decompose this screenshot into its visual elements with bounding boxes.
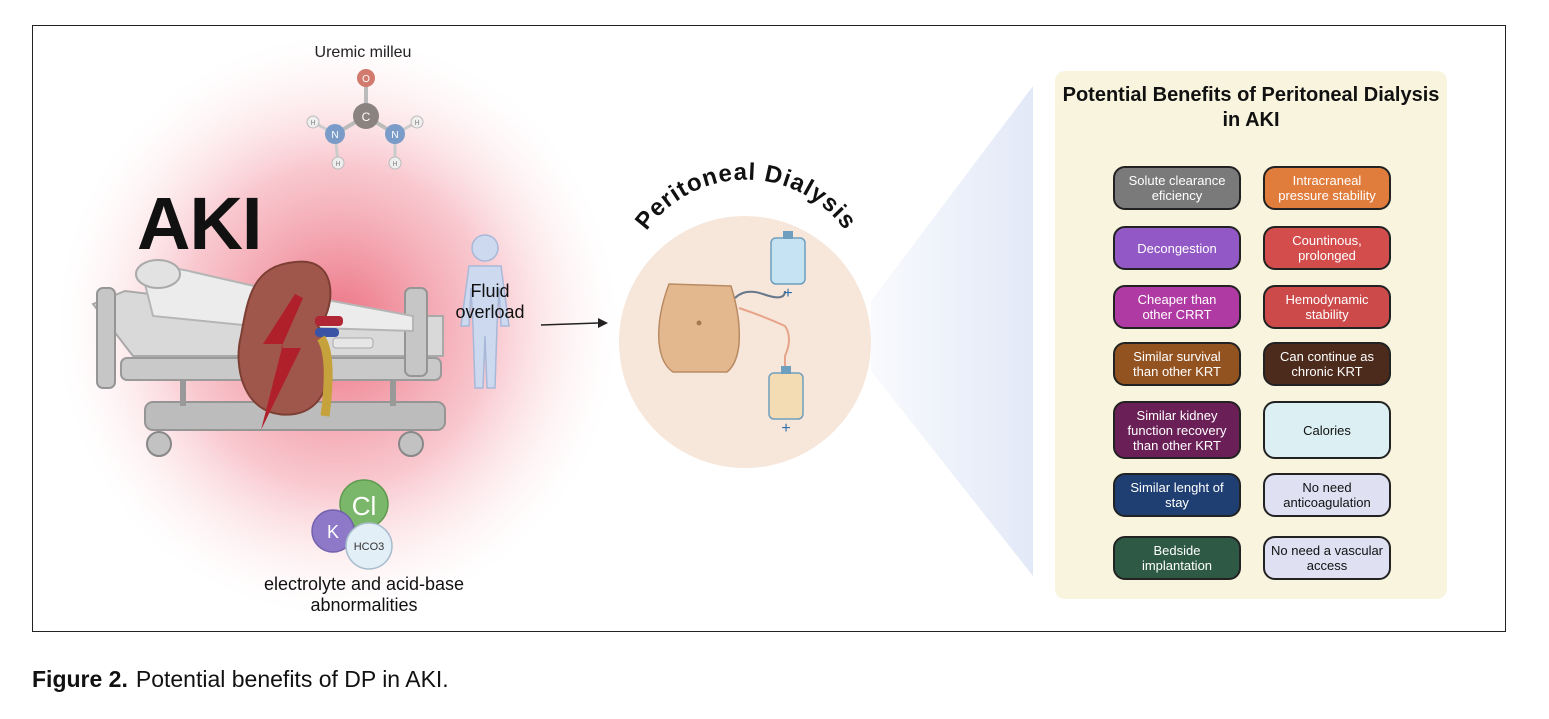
benefit-pill-right-2: Countinous, prolonged <box>1263 226 1391 270</box>
svg-text:N: N <box>391 130 398 141</box>
benefit-pill-right-5: Calories <box>1263 401 1391 459</box>
benefit-pill-left-6: Similar lenght of stay <box>1113 473 1241 517</box>
svg-text:H: H <box>335 161 340 168</box>
svg-text:O: O <box>362 74 370 85</box>
electrolyte-ions-icon: Cl K HCO3 <box>311 479 393 570</box>
fluid-overload-label: Fluid overload <box>455 281 525 322</box>
benefit-pill-right-6: No need anticoagulation <box>1263 473 1391 517</box>
dialysate-bag-effluent-icon: + <box>768 366 804 437</box>
figure-caption: Figure 2. Potential benefits of DP in AKI… <box>32 666 449 693</box>
benefit-label: Bedside implantation <box>1141 543 1213 573</box>
benefit-label: Similar kidney function recovery than ot… <box>1127 407 1227 453</box>
arrow-icon <box>540 318 608 328</box>
benefit-label: Cheaper than other CRRT <box>1137 292 1217 322</box>
caption-label: Figure 2. <box>32 666 128 692</box>
kidney-icon <box>237 260 343 430</box>
illustration-canvas: O C N N H H H H <box>58 36 1033 616</box>
benefit-label: No need anticoagulation <box>1283 480 1371 510</box>
benefit-label: Hemodynamic stability <box>1285 292 1369 322</box>
benefit-pill-right-4: Can continue as chronic KRT <box>1263 342 1391 386</box>
human-silhouette-icon <box>460 234 510 389</box>
benefit-label: Countinous, prolonged <box>1292 233 1362 263</box>
svg-text:H: H <box>310 120 315 127</box>
electrolyte-abnormalities-label: electrolyte and acid-base abnormalities <box>263 574 465 615</box>
dialysate-bag-fresh-icon: + <box>770 231 806 302</box>
svg-text:H: H <box>392 161 397 168</box>
svg-text:N: N <box>331 130 338 141</box>
benefit-label: Intracraneal pressure stability <box>1278 173 1376 203</box>
uremic-milieu-label: Uremic milleu <box>314 44 412 61</box>
benefit-label: Decongestion <box>1137 240 1217 256</box>
svg-text:Cl: Cl <box>352 491 377 521</box>
benefits-title: Potential Benefits of Peritoneal Dialysi… <box>1062 84 1440 131</box>
svg-text:+: + <box>783 285 792 302</box>
benefit-label: Solute clearance eficiency <box>1128 173 1226 203</box>
benefit-pill-left-1: Solute clearance eficiency <box>1113 166 1241 210</box>
benefit-pill-left-7: Bedside implantation <box>1113 536 1241 580</box>
benefit-label: Can continue as chronic KRT <box>1280 349 1374 379</box>
magnifier-cone <box>871 86 1033 576</box>
benefit-pill-left-2: Decongestion <box>1113 226 1241 270</box>
benefit-pill-right-7: No need a vascular access <box>1263 536 1391 580</box>
benefit-label: Similar survival than other KRT <box>1133 349 1221 379</box>
dialysis-tubing <box>734 290 790 371</box>
svg-text:+: + <box>781 420 790 437</box>
benefit-label: Similar lenght of stay <box>1130 480 1224 510</box>
benefit-pill-right-3: Hemodynamic stability <box>1263 285 1391 329</box>
svg-text:C: C <box>362 110 371 124</box>
benefit-label: Calories <box>1303 422 1351 438</box>
benefits-panel: Potential Benefits of Peritoneal Dialysi… <box>1055 71 1447 599</box>
aki-label: AKI <box>137 182 262 265</box>
svg-text:H: H <box>414 120 419 127</box>
abdomen-icon <box>657 283 741 373</box>
benefit-pill-left-5: Similar kidney function recovery than ot… <box>1113 401 1241 459</box>
urea-molecule-icon: O C N N H H H H <box>306 69 424 170</box>
svg-text:HCO3: HCO3 <box>354 541 385 553</box>
benefit-label: No need a vascular access <box>1271 543 1384 573</box>
peritoneal-dialysis-circle <box>619 216 871 468</box>
svg-text:K: K <box>327 522 339 542</box>
caption-text: Potential benefits of DP in AKI. <box>135 666 449 692</box>
benefit-pill-left-3: Cheaper than other CRRT <box>1113 285 1241 329</box>
benefit-pill-left-4: Similar survival than other KRT <box>1113 342 1241 386</box>
benefit-pill-right-1: Intracraneal pressure stability <box>1263 166 1391 210</box>
figure-frame: O C N N H H H H <box>32 25 1506 632</box>
